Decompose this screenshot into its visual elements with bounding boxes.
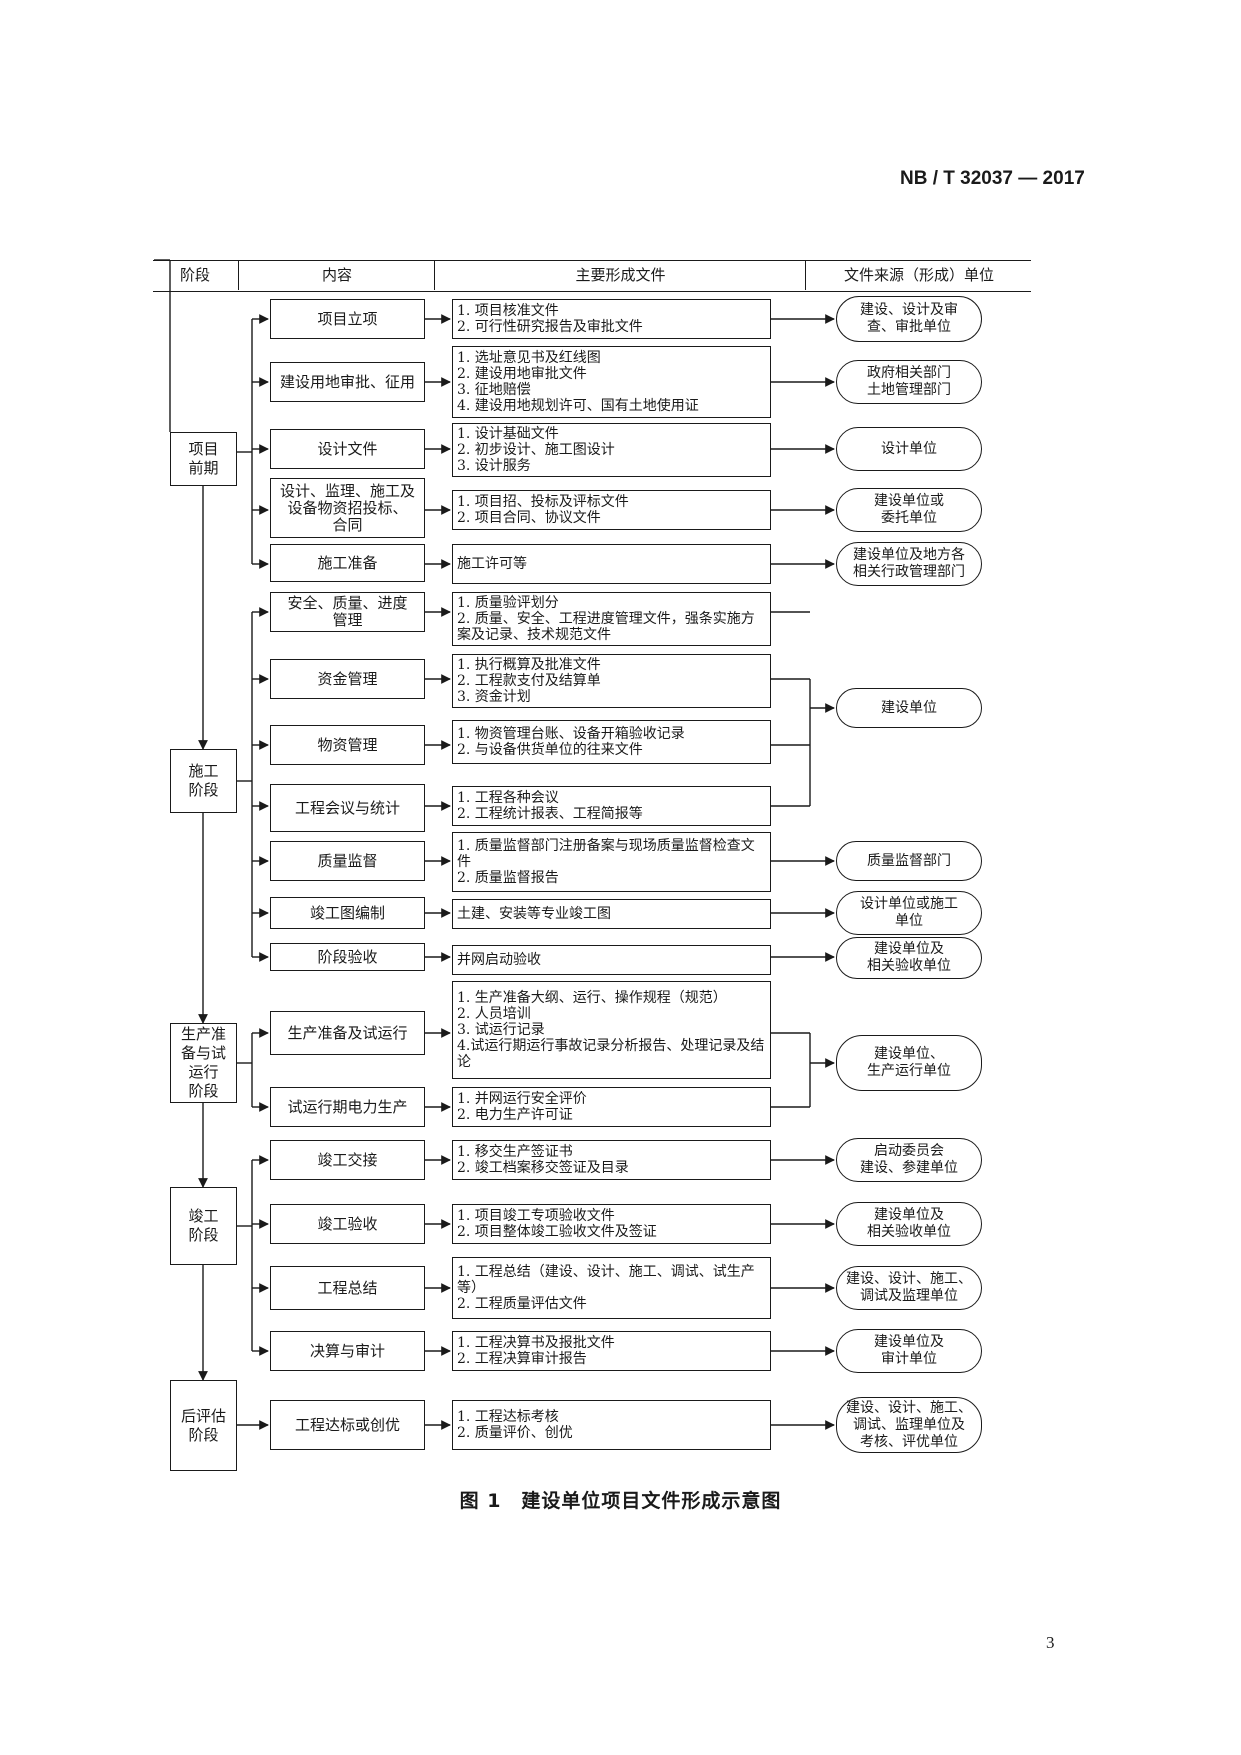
standard-number: NB / T 32037 — 2017 (900, 168, 1085, 189)
files-box-stage-acceptance: 并网启动验收 (452, 945, 771, 975)
stage-box-production-trial: 生产准 备与试 运行 阶段 (170, 1023, 237, 1103)
header-content: 内容 (238, 260, 435, 290)
content-box: 决算与审计 (270, 1331, 425, 1371)
origin-box: 质量监督部门 (836, 841, 982, 881)
header-origin: 文件来源（形成）单位 (805, 260, 1032, 290)
origin-box: 建设、设计、施工、 调试、监理单位及 考核、评优单位 (836, 1397, 982, 1453)
content-box: 安全、质量、进度 管理 (270, 592, 425, 632)
origin-box: 建设、设计及审 查、审批单位 (836, 296, 982, 342)
content-box: 质量监督 (270, 841, 425, 881)
origin-box: 建设单位及 相关验收单位 (836, 1202, 982, 1246)
content-box: 物资管理 (270, 725, 425, 765)
header-stage: 阶段 (179, 266, 210, 284)
origin-box: 政府相关部门 土地管理部门 (836, 360, 982, 404)
content-box: 项目立项 (270, 299, 425, 339)
origin-box: 启动委员会 建设、参建单位 (836, 1138, 982, 1182)
table-header-frame (153, 260, 1031, 292)
header-files: 主要形成文件 (434, 260, 806, 290)
origin-box: 建设单位 (836, 688, 982, 728)
stage-box-construction: 施工 阶段 (170, 749, 237, 813)
files-box-as-built: 土建、安装等专业竣工图 (452, 899, 771, 929)
origin-box: 建设单位及 审计单位 (836, 1329, 982, 1373)
content-box: 竣工交接 (270, 1140, 425, 1180)
content-box: 竣工图编制 (270, 897, 425, 929)
content-box: 设计文件 (270, 429, 425, 469)
files-box-construction-prep: 施工许可等 (452, 544, 771, 584)
stage-box-completion: 竣工 阶段 (170, 1187, 237, 1265)
origin-box: 建设、设计、施工、 调试及监理单位 (836, 1266, 982, 1310)
origin-box: 设计单位 (836, 427, 982, 471)
stage-box-post-evaluation: 后评估 阶段 (170, 1380, 237, 1471)
content-box: 建设用地审批、征用 (270, 362, 425, 402)
content-box: 试运行期电力生产 (270, 1087, 425, 1127)
figure-caption: 图 1 建设单位项目文件形成示意图 (459, 1490, 782, 1512)
content-box: 工程达标或创优 (270, 1400, 425, 1450)
origin-box: 建设单位或 委托单位 (836, 488, 982, 532)
content-box: 生产准备及试运行 (270, 1011, 425, 1055)
origin-box: 设计单位或施工 单位 (836, 891, 982, 935)
content-box: 资金管理 (270, 659, 425, 699)
stage-box-project-preliminary: 项目 前期 (170, 432, 237, 486)
content-box: 竣工验收 (270, 1204, 425, 1244)
files-box-summary: 1. 工程总结（建设、设计、施工、调试、试生产等）2. 工程质量评估文件 (452, 1257, 771, 1319)
content-box: 阶段验收 (270, 943, 425, 971)
origin-box: 建设单位、 生产运行单位 (836, 1035, 982, 1091)
origin-box: 建设单位及地方各 相关行政管理部门 (836, 542, 982, 586)
content-box: 施工准备 (270, 544, 425, 582)
page-number: 3 (1046, 1633, 1055, 1652)
content-box: 工程会议与统计 (270, 784, 425, 832)
origin-box: 建设单位及 相关验收单位 (836, 937, 982, 979)
content-box: 设计、监理、施工及 设备物资招投标、 合同 (270, 478, 425, 538)
content-box: 工程总结 (270, 1266, 425, 1310)
